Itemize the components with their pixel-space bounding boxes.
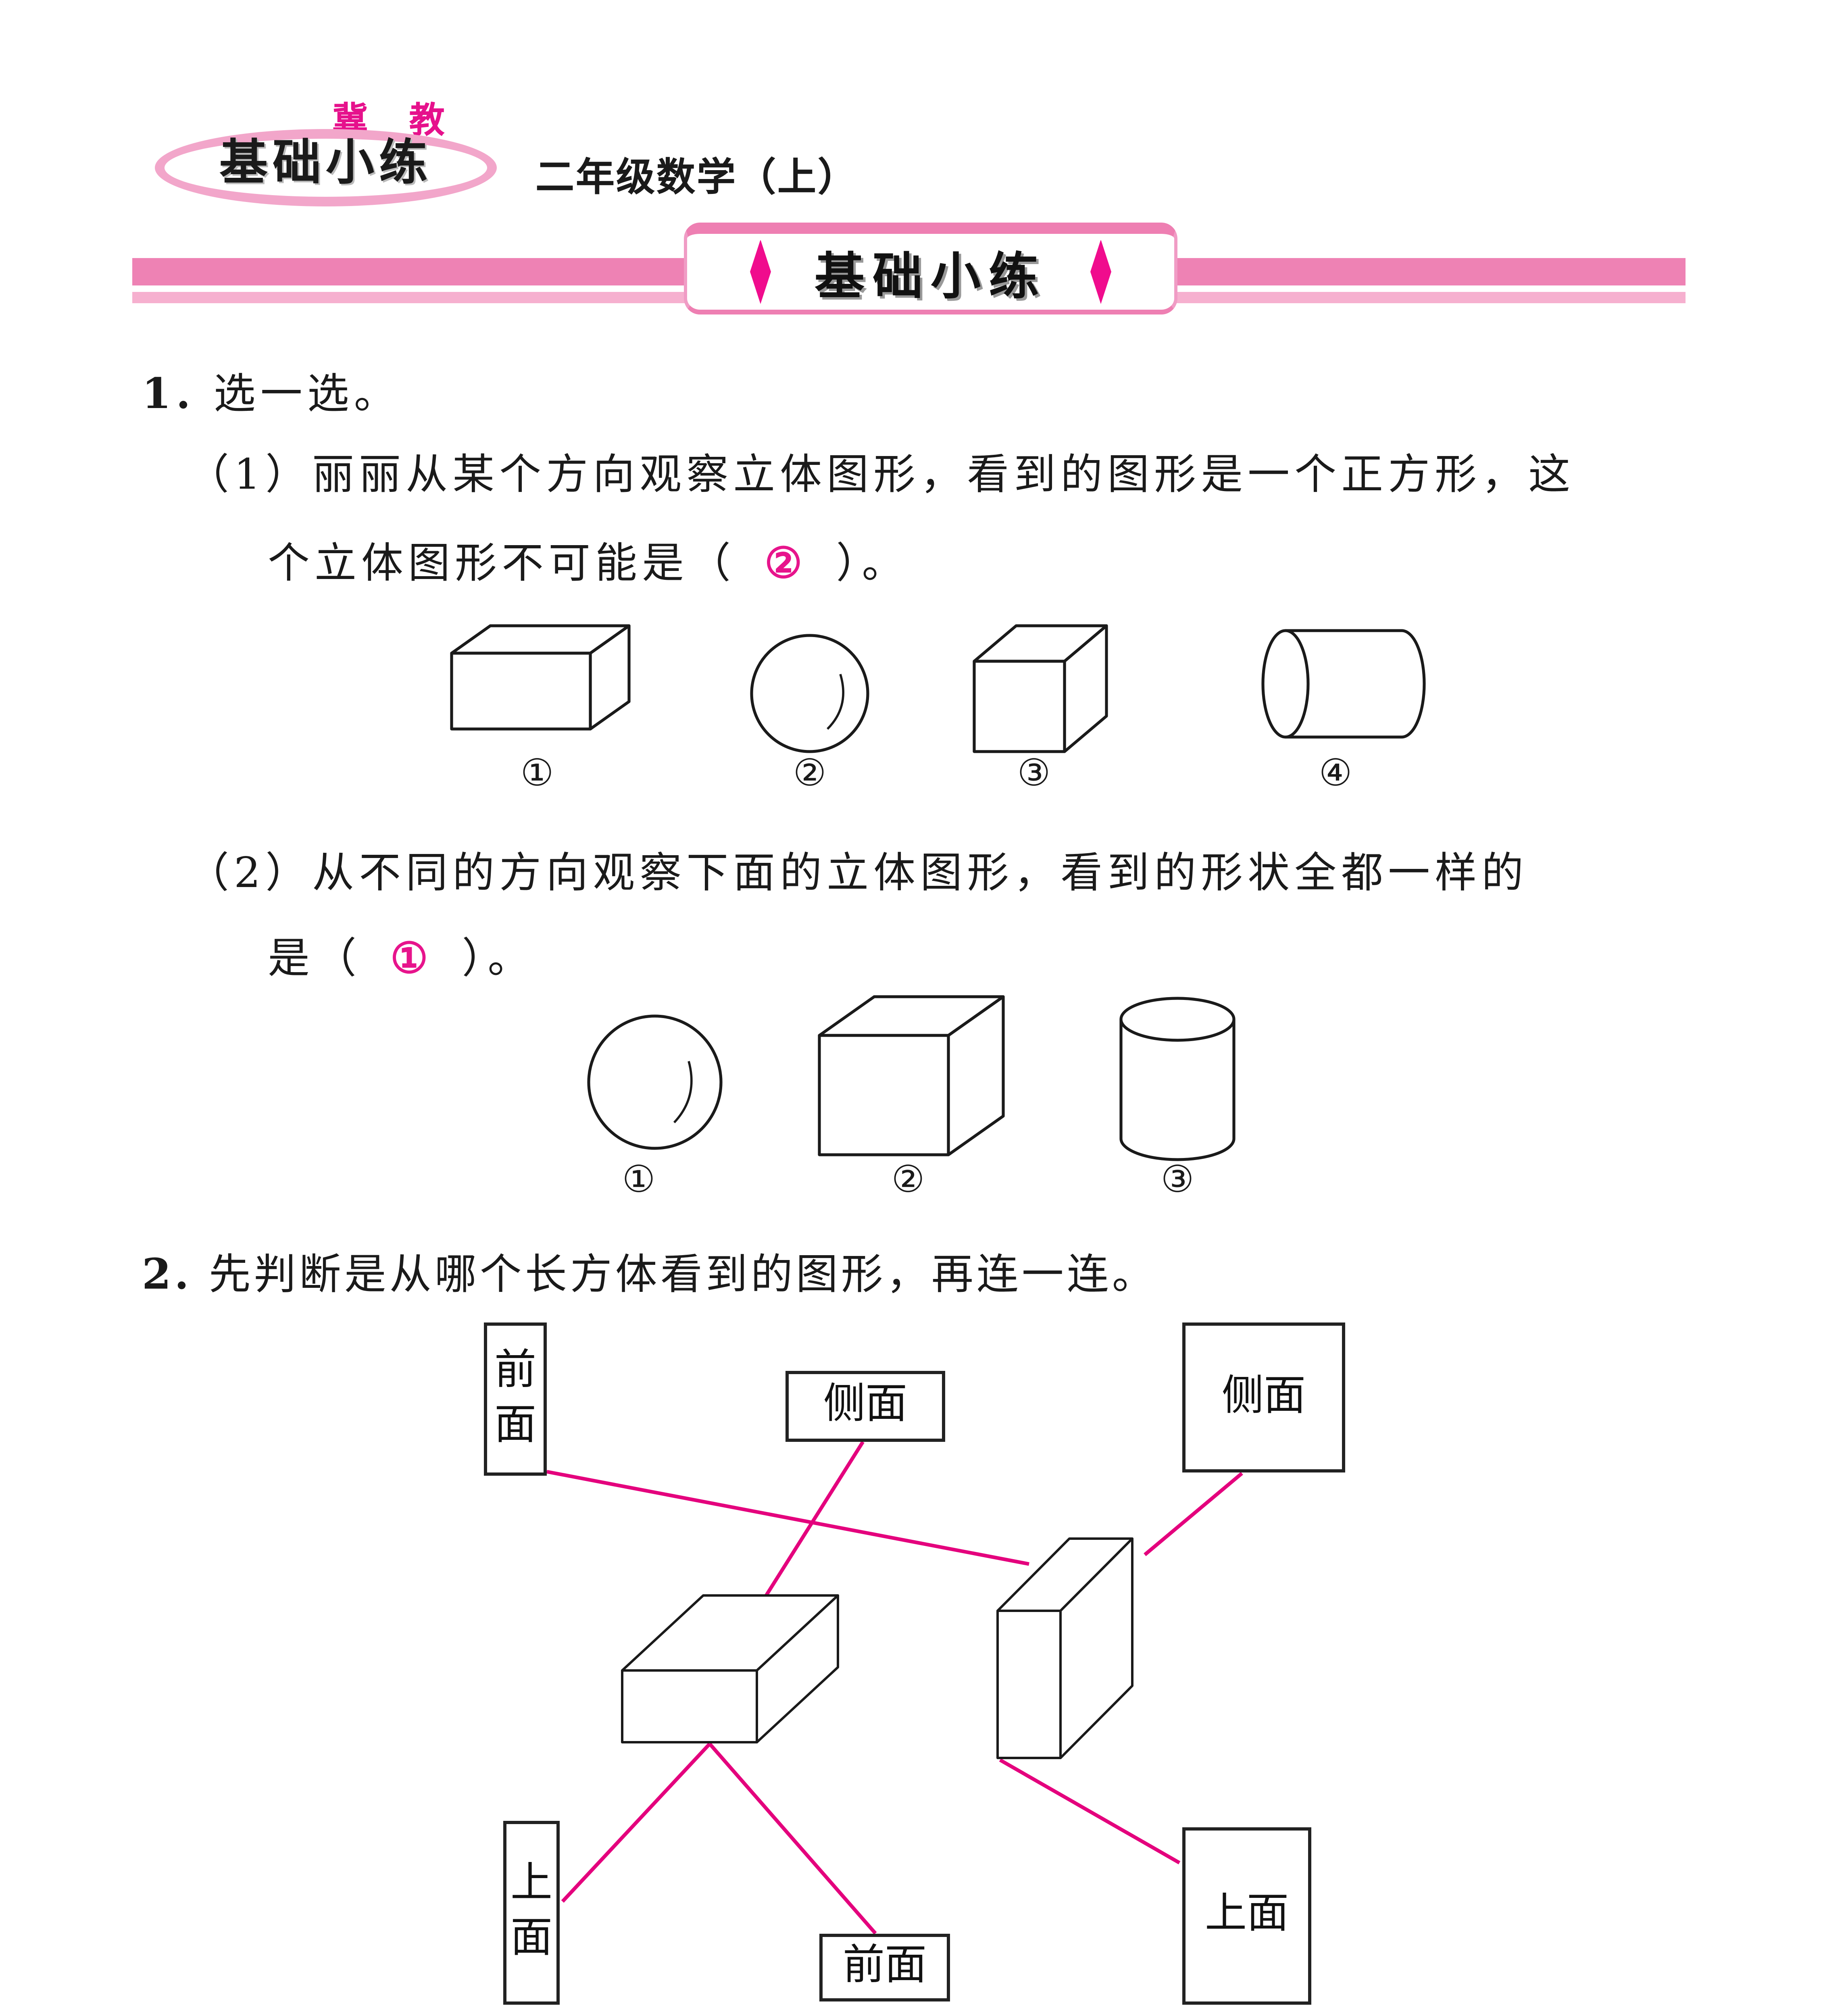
diamond-icon	[750, 240, 771, 304]
label-box-side-mid: 侧面	[785, 1371, 945, 1442]
cuboid-icon	[450, 624, 631, 731]
q2-title: 先判断是从哪个长方体看到的图形，再连一连。	[208, 1252, 1157, 1300]
sphere-icon	[750, 634, 869, 753]
banner-title-box: 基础小练	[684, 223, 1177, 314]
label-box-side-right: 侧面	[1182, 1322, 1345, 1472]
label-box-front-top: 前面	[484, 1322, 547, 1476]
q1-part1-answer: ②	[765, 540, 807, 589]
label-box-top-bottom-right: 上面	[1182, 1827, 1311, 2005]
q1-part1-line2: 个立体图形不可能是（ ② ）。	[268, 531, 908, 590]
q1-part1-line1: （1）丽丽从某个方向观察立体图形，看到的图形是一个正方形，这	[187, 452, 1575, 500]
shape-label: ①	[622, 1160, 656, 1202]
shape-label: ②	[793, 753, 827, 795]
brand-logo-text: 基础小练	[219, 135, 432, 192]
q1-part1-line2-prefix: 个立体图形不可能是（	[268, 540, 736, 589]
q1-part2-line2: 是（ ① ）。	[268, 926, 534, 985]
q1-part2-answer: ①	[390, 935, 433, 984]
diamond-icon	[1090, 240, 1111, 304]
match-lines	[546, 1441, 1243, 1935]
q1-part2-line1: （2）从不同的方向观察下面的立体图形，看到的形状全都一样的	[187, 850, 1529, 898]
shape-label: ①	[520, 753, 554, 795]
label-box-front-bottom: 前面	[819, 1934, 950, 2001]
q1-number: 1.	[142, 371, 196, 419]
tall-cuboid-shape	[996, 1537, 1133, 1759]
cylinder-standing-icon	[1119, 997, 1236, 1161]
shape-label: ②	[891, 1160, 925, 1202]
cube-icon	[973, 624, 1108, 753]
q1-heading: 1. 选一选。	[142, 361, 401, 421]
q1-part2-line2-prefix: 是（	[268, 935, 362, 984]
edition-title: 二年级数学（上）	[535, 153, 858, 200]
label-box-top-bottom-left: 上面	[503, 1821, 560, 2005]
sphere-icon	[587, 1014, 723, 1150]
shape-label: ③	[1017, 753, 1051, 795]
shape-label: ④	[1319, 753, 1352, 795]
q2-matching-diagram	[546, 1441, 1243, 1935]
banner-title: 基础小练	[815, 248, 1047, 306]
q1-part2-line2-suffix: ）。	[462, 935, 535, 984]
cuboid-icon	[818, 995, 1005, 1156]
flat-cuboid-shape	[621, 1594, 839, 1743]
q1-title: 选一选。	[213, 371, 401, 419]
q2-number: 2.	[142, 1252, 192, 1300]
q2-heading: 2. 先判断是从哪个长方体看到的图形，再连一连。	[142, 1242, 1157, 1302]
q1-part1-line2-suffix: ）。	[836, 540, 909, 589]
shape-label: ③	[1161, 1160, 1194, 1202]
cylinder-lying-icon	[1261, 629, 1426, 739]
